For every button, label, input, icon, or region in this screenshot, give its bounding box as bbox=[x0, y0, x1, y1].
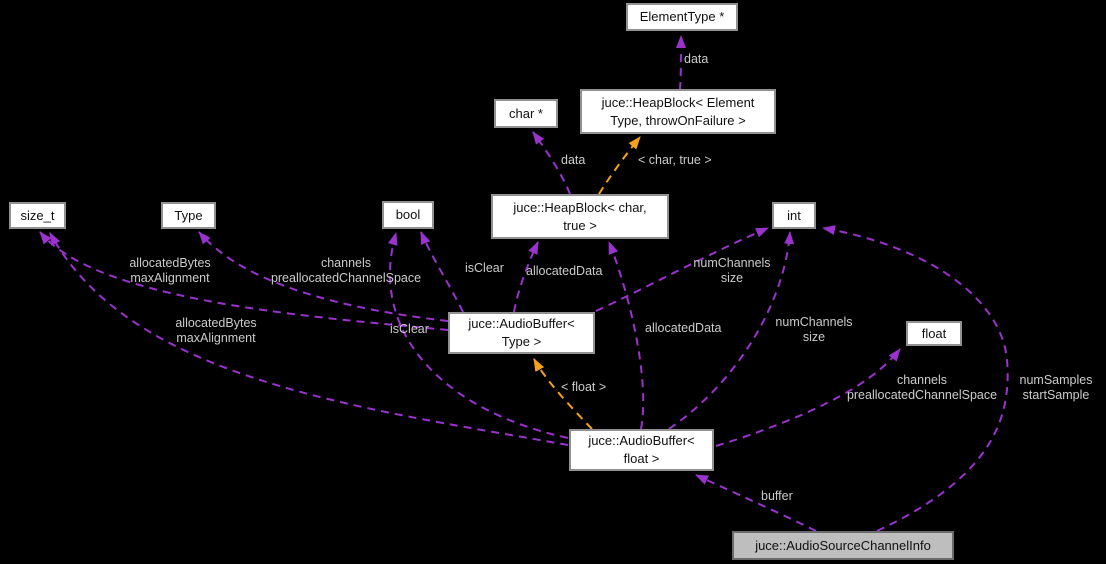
edge-label-allocatedbytes-1: allocatedBytes maxAlignment bbox=[129, 256, 211, 285]
edge-channels-from-float bbox=[715, 348, 901, 447]
edge-label-allocateddata-2: allocatedData bbox=[645, 321, 722, 335]
edge-allocatedbytes-from-float bbox=[49, 232, 569, 446]
node-int[interactable]: int bbox=[772, 202, 816, 229]
edge-label-data-1: data bbox=[684, 52, 709, 66]
edge-allocateddata-from-float bbox=[608, 241, 645, 430]
edge-label-channels-2: channels preallocatedChannelSpace bbox=[846, 373, 998, 402]
edge-data-elementtype bbox=[675, 35, 686, 91]
edge-label-allocateddata-1: allocatedData bbox=[526, 264, 603, 278]
node-heapblock-element[interactable]: juce::HeapBlock< Element Type, throwOnFa… bbox=[580, 89, 776, 134]
edge-label-numsamples: numSamples startSample bbox=[1019, 373, 1093, 402]
edge-isclear-from-float bbox=[387, 232, 569, 439]
edge-label-numchannels-1: numChannels size bbox=[693, 256, 771, 285]
edge-template-char-true bbox=[598, 136, 641, 195]
edge-template-float bbox=[533, 358, 593, 430]
node-type[interactable]: Type bbox=[161, 202, 216, 229]
edge-isclear-from-type bbox=[420, 231, 464, 313]
edge-label-allocatedbytes-2: allocatedBytes maxAlignment bbox=[175, 316, 257, 345]
node-element-type[interactable]: ElementType * bbox=[626, 3, 738, 31]
edge-label-channels-1: channels preallocatedChannelSpace bbox=[270, 256, 422, 285]
edge-numsamples-startsample bbox=[822, 225, 1009, 532]
edge-label-buffer: buffer bbox=[761, 489, 793, 503]
edge-allocateddata-from-type bbox=[513, 241, 539, 313]
edge-numchannels-from-float bbox=[668, 231, 795, 430]
edge-channels-from-type bbox=[198, 231, 449, 322]
edge-label-data-2: data bbox=[561, 153, 586, 167]
edge-data-charptr bbox=[532, 131, 571, 195]
edge-label-template-float: < float > bbox=[561, 380, 607, 394]
edge-numchannels-from-type bbox=[595, 227, 769, 312]
node-size-t[interactable]: size_t bbox=[9, 202, 66, 229]
node-heapblock-char[interactable]: juce::HeapBlock< char, true > bbox=[491, 194, 669, 239]
edge-allocatedbytes-from-type bbox=[39, 231, 449, 331]
node-audiobuffer-type[interactable]: juce::AudioBuffer< Type > bbox=[448, 312, 595, 354]
node-audio-source-channel-info: juce::AudioSourceChannelInfo bbox=[732, 531, 954, 560]
edge-buffer bbox=[695, 474, 817, 532]
edge-label-template-char-true: < char, true > bbox=[638, 153, 712, 167]
node-bool[interactable]: bool bbox=[382, 201, 434, 229]
edge-label-isclear-1: isClear bbox=[465, 261, 504, 275]
node-audiobuffer-float[interactable]: juce::AudioBuffer< float > bbox=[569, 429, 714, 471]
edge-label-numchannels-2: numChannels size bbox=[775, 315, 853, 344]
edge-label-isclear-2: isClear bbox=[390, 322, 429, 336]
node-char-ptr[interactable]: char * bbox=[494, 99, 558, 128]
node-float[interactable]: float bbox=[906, 321, 962, 346]
